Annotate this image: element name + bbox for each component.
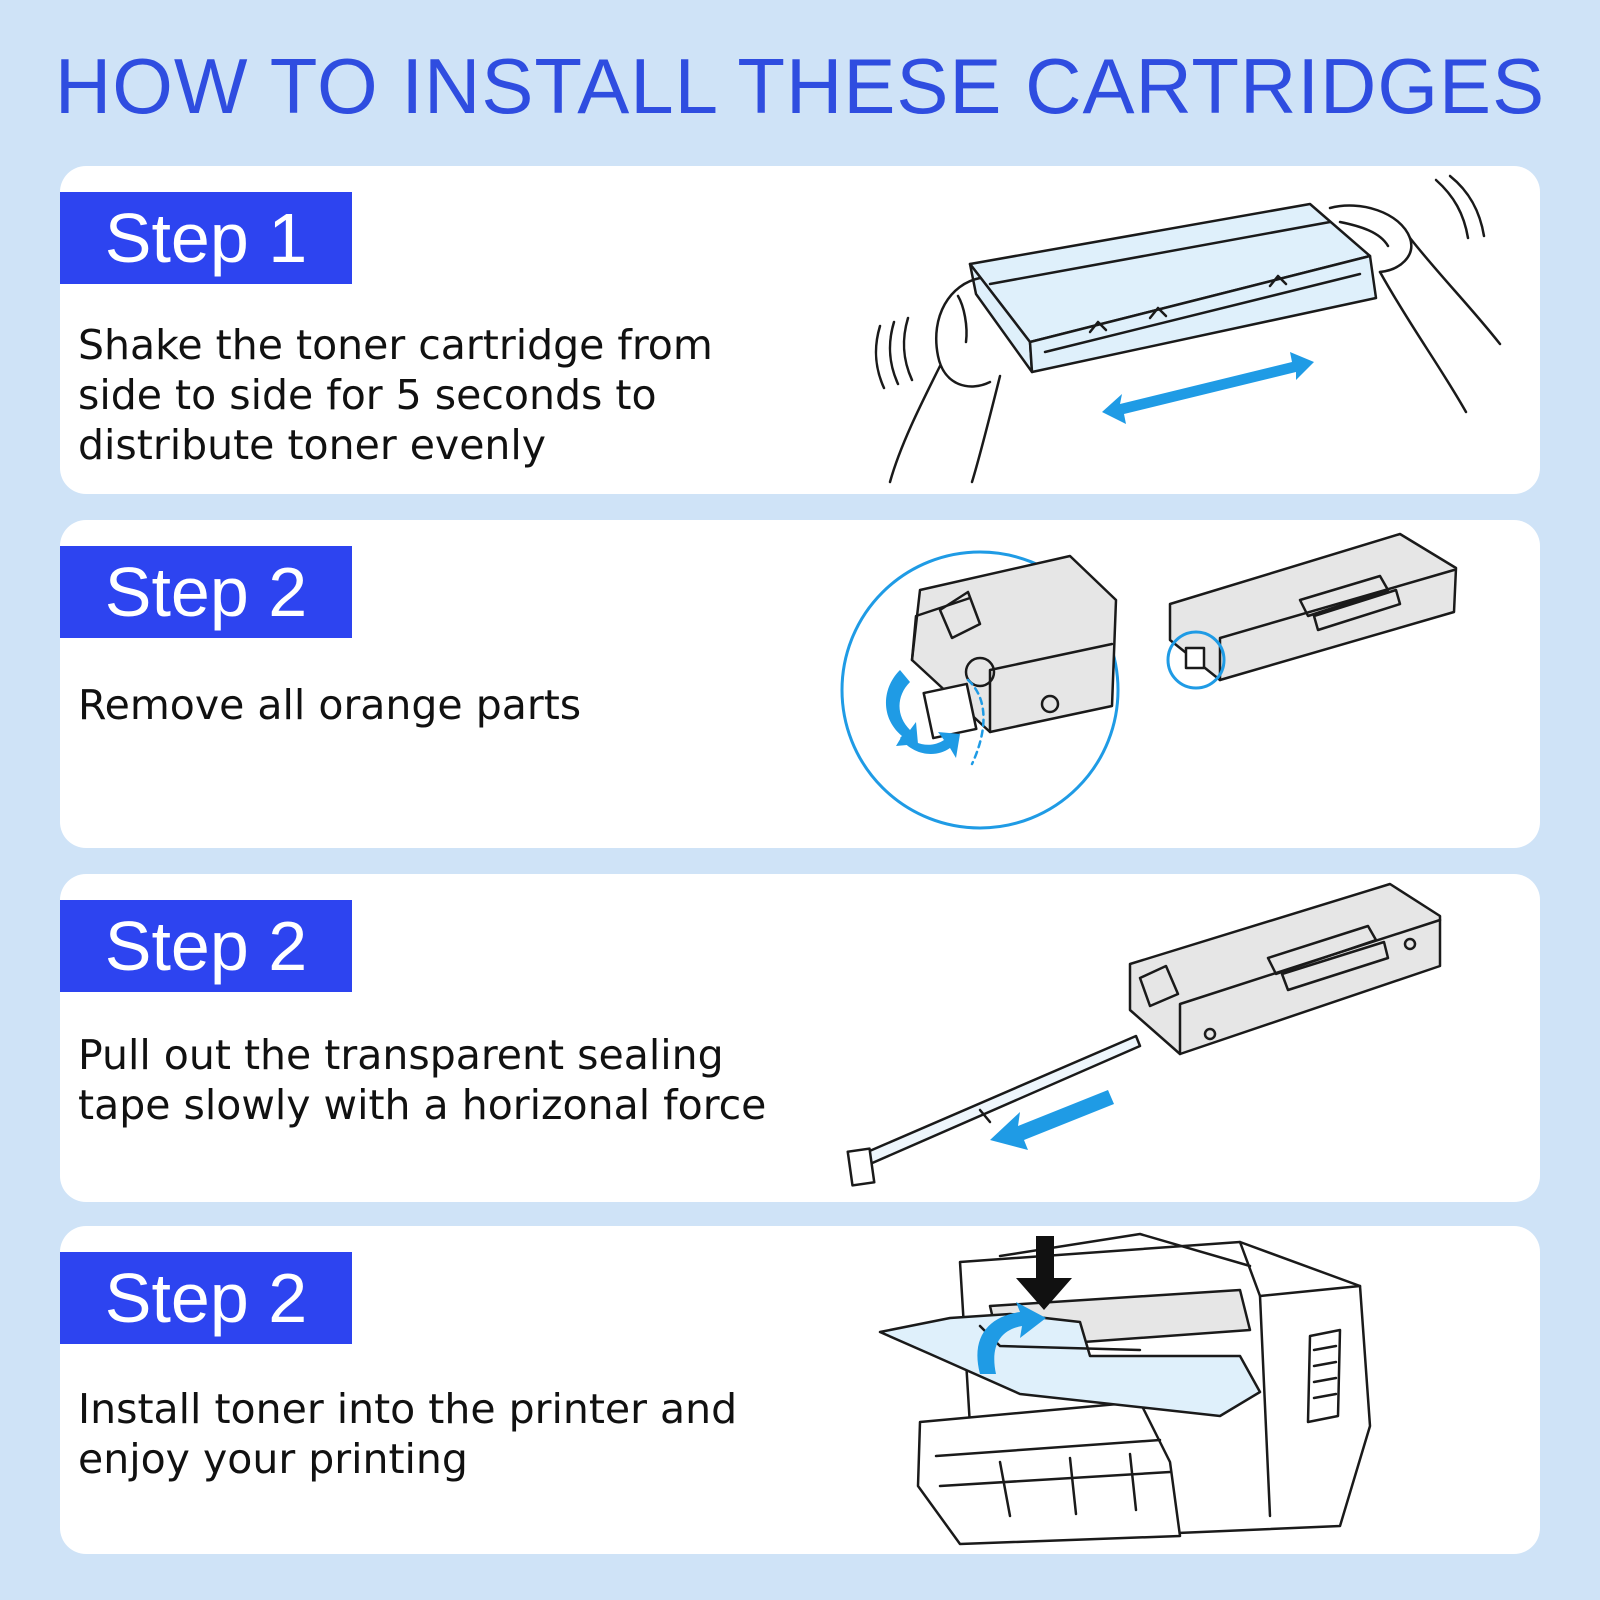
step-description: Install toner into the printer and enjoy… <box>78 1385 738 1483</box>
cartridge-orange-tab-removal-illustration <box>840 532 1458 830</box>
rotate-arrow-icon <box>885 670 918 746</box>
step-badge: Step 2 <box>60 1252 352 1344</box>
arrow-down-icon <box>1016 1236 1072 1310</box>
rotate-arrow-icon <box>977 1302 1046 1374</box>
hands-shaking-cartridge-illustration <box>874 174 1502 484</box>
arrow-icon <box>990 1090 1114 1150</box>
step-description: Pull out the transparent sealing tape sl… <box>78 1031 767 1129</box>
rotate-arrow-icon <box>900 732 960 758</box>
cartridge-sealing-tape-pull-illustration <box>846 882 1442 1187</box>
page-title: HOW TO INSTALL THESE CARTRIDGES <box>54 42 1546 130</box>
step-description: Shake the toner cartridge from side to s… <box>78 321 713 469</box>
arrow-icon <box>1102 352 1314 424</box>
step-card-1: Step 1 Shake the toner cartridge from si… <box>60 166 1540 494</box>
step-badge: Step 2 <box>60 900 352 992</box>
step-card-3: Step 2 Pull out the transparent sealing … <box>60 874 1540 1202</box>
step-card-4: Step 2 Install toner into the printer an… <box>60 1226 1540 1554</box>
step-badge: Step 2 <box>60 546 352 638</box>
printer-toner-install-illustration <box>878 1232 1372 1546</box>
step-badge: Step 1 <box>60 192 352 284</box>
step-card-2: Step 2 Remove all orange parts <box>60 520 1540 848</box>
step-description: Remove all orange parts <box>78 681 582 729</box>
